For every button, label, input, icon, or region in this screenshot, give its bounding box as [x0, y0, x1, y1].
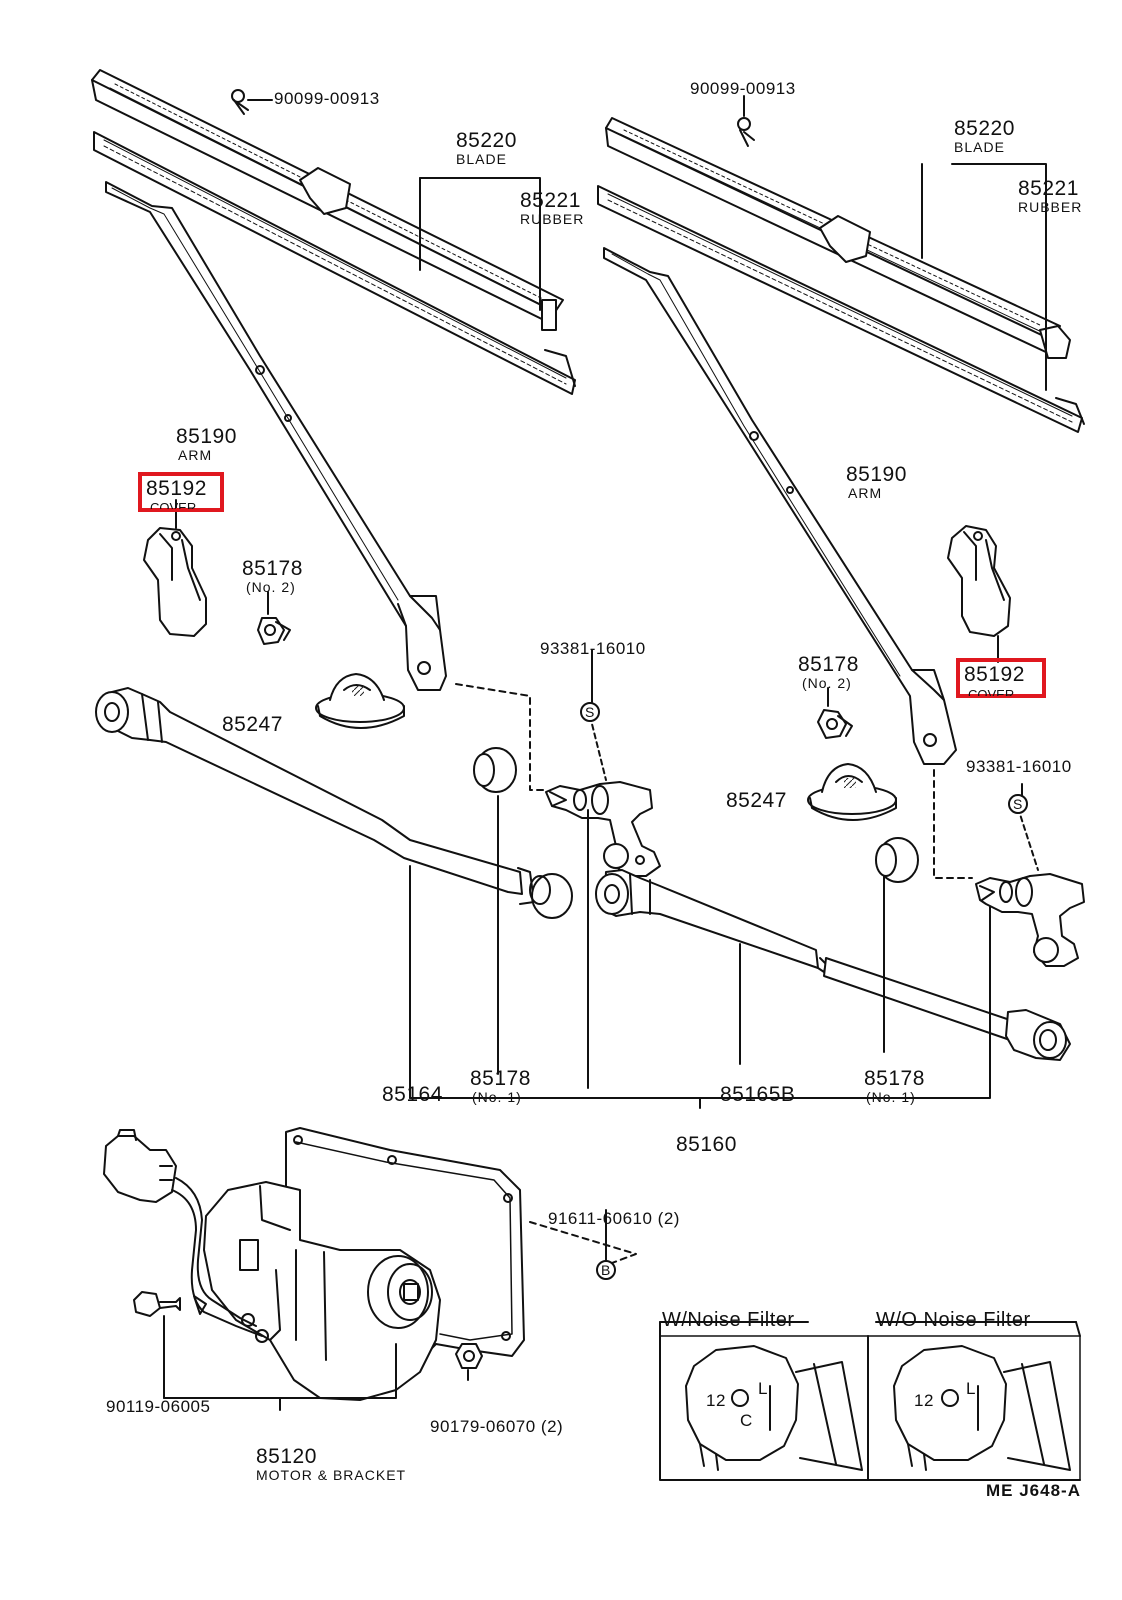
terminal-12-right: 12	[914, 1391, 934, 1410]
right-nut-icon	[817, 709, 853, 739]
label-rubber-right-num: 85221	[1018, 177, 1079, 200]
highlight-box-left	[138, 472, 224, 512]
right-screw-icon	[737, 117, 755, 147]
motor-nut-icon	[455, 1343, 483, 1369]
label-blade-left-txt: BLADE	[456, 151, 507, 167]
right-rubber	[597, 185, 1085, 433]
left-cap	[315, 673, 405, 729]
right-pivot	[975, 873, 1085, 967]
label-blade-left-num: 85220	[456, 129, 517, 152]
label-arm-right-num: 85190	[846, 463, 907, 486]
left-cover	[143, 527, 207, 637]
label-blade-right-txt: BLADE	[954, 139, 1005, 155]
label-motor-num: 85120	[256, 1445, 317, 1468]
right-cover	[947, 525, 1011, 637]
left-screw-icon	[231, 89, 249, 115]
symbol-s-left: S	[585, 704, 596, 720]
label-arm-left-num: 85190	[176, 425, 237, 448]
symbol-s-right: S	[1013, 796, 1024, 812]
label-cover-left-txt: COVER	[150, 501, 197, 509]
label-cap-right: 85247	[726, 789, 787, 812]
label-rubber-left-txt: RUBBER	[520, 211, 585, 227]
terminal-l-left: L	[758, 1379, 768, 1398]
label-arm-right-txt: ARM	[848, 485, 883, 501]
left-pivot	[545, 781, 661, 877]
label-cover-right-txt: COVER	[968, 688, 1015, 696]
label-link-right: 85165B	[720, 1083, 796, 1106]
left-rubber	[93, 131, 576, 395]
label-nut-left-txt: (No. 2)	[246, 579, 296, 595]
symbol-b: B	[601, 1262, 612, 1278]
panel-title-with-filter: W/Noise Filter	[662, 1309, 795, 1331]
motor-bracket	[103, 1127, 525, 1401]
label-nut-left-num: 85178	[242, 557, 303, 580]
label-motor-txt: MOTOR & BRACKET	[256, 1467, 407, 1483]
label-nut-right-txt: (No. 2)	[802, 675, 852, 691]
label-link-assy: 85160	[676, 1133, 737, 1156]
label-arm-left-txt: ARM	[178, 447, 213, 463]
left-blade	[91, 69, 564, 331]
label-pivot-bolt-right: 93381-16010	[966, 757, 1072, 776]
label-link-left: 85164	[382, 1083, 443, 1106]
label-rubber-right-txt: RUBBER	[1018, 199, 1083, 215]
terminal-12-left: 12	[706, 1391, 726, 1410]
label-nut-motor: 90179-06070 (2)	[430, 1417, 564, 1436]
left-nut-icon	[257, 617, 291, 645]
link-rod-left	[95, 687, 573, 919]
right-blade	[605, 117, 1071, 359]
label-bolt-small: 90119-06005	[106, 1397, 211, 1416]
label-cover-left-num: 85192	[146, 477, 207, 500]
terminal-l-right: L	[966, 1379, 976, 1398]
label-bush-left-txt: (No. 1)	[472, 1089, 522, 1105]
link-rod-right	[595, 869, 1071, 1061]
left-arm	[105, 181, 447, 691]
label-rubber-left-num: 85221	[520, 189, 581, 212]
label-blade-right-num: 85220	[954, 117, 1015, 140]
label-bush-right-num: 85178	[864, 1067, 925, 1090]
label-nut-right-num: 85178	[798, 653, 859, 676]
right-bushing	[875, 837, 919, 883]
label-bush-right-txt: (No. 1)	[866, 1089, 916, 1105]
left-bushing	[473, 747, 517, 793]
terminal-c-left: C	[740, 1411, 753, 1430]
right-arm	[603, 247, 957, 765]
label-screw-left: 90099-00913	[274, 89, 380, 108]
label-bush-left-num: 85178	[470, 1067, 531, 1090]
noise-filter-panels	[659, 1321, 1081, 1481]
diagram-code: ME J648-A	[986, 1481, 1081, 1500]
small-bolt-icon	[133, 1291, 181, 1317]
panel-title-without-filter: W/O Noise Filter	[876, 1309, 1031, 1331]
label-bolt-motor: 91611-60610 (2)	[548, 1209, 680, 1228]
label-screw-right: 90099-00913	[690, 79, 796, 98]
label-cover-right-num: 85192	[964, 663, 1025, 686]
label-pivot-bolt-left: 93381-16010	[540, 639, 646, 658]
label-cap-left: 85247	[222, 713, 283, 736]
right-cap	[807, 763, 897, 821]
highlight-box-right	[956, 658, 1046, 698]
